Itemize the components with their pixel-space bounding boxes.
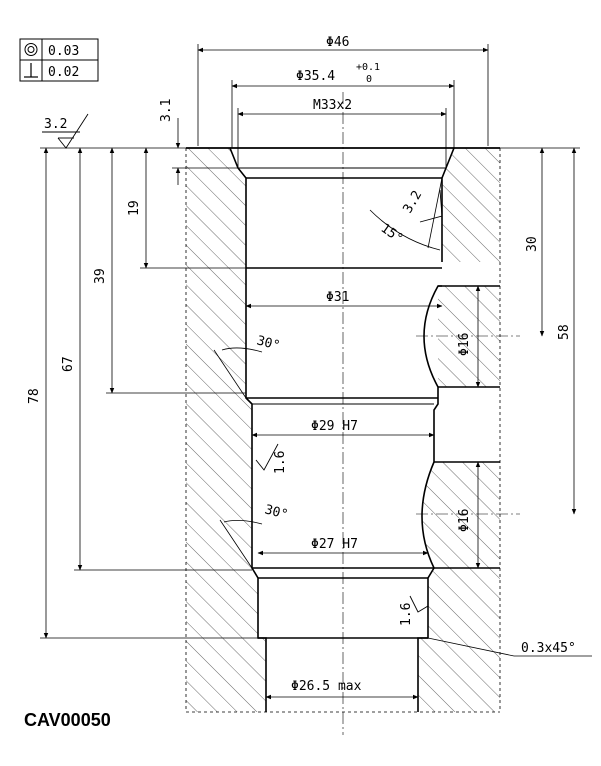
roughness-thread: 3.2 [400, 188, 425, 216]
diameter-dims [197, 44, 489, 700]
tolerance-frame: 0.03 0.02 [19, 38, 99, 82]
dim-d46: Φ46 [326, 35, 349, 50]
dim-depth-39: 39 [93, 268, 108, 284]
dim-m33: M33x2 [313, 98, 352, 113]
angle-30-lower: 30° [263, 502, 290, 523]
angle-marks [213, 177, 443, 569]
dim-d35: Φ35.4 [296, 69, 335, 84]
roughness-top-icon [42, 113, 89, 149]
perpendicularity-icon [24, 63, 38, 78]
dim-depth-19: 19 [127, 200, 142, 216]
dim-d35-tol-lower: 0 [366, 74, 372, 85]
roughness-top: 3.2 [44, 117, 67, 132]
roughness-bore29-icon [255, 443, 279, 471]
concentricity-icon [24, 43, 38, 56]
concentricity-value: 0.03 [48, 44, 79, 59]
roughness-bore27-icon [409, 595, 429, 613]
roughness-thread-icon [419, 189, 443, 223]
dim-depth-58: 58 [557, 324, 572, 340]
centerlines [342, 92, 520, 735]
dim-depth-30: 30 [525, 236, 540, 252]
dim-depth-67: 67 [61, 356, 76, 372]
drawing-code: CAV00050 [24, 710, 111, 730]
dim-d31: Φ31 [326, 290, 349, 305]
dim-depth-3-1: 3.1 [159, 99, 174, 122]
dim-d16-upper: Φ16 [457, 333, 472, 356]
dim-d16-lower: Φ16 [457, 509, 472, 532]
dim-chamfer: 0.3x45° [521, 641, 576, 656]
dim-d27: Φ27 H7 [311, 537, 358, 552]
chamfer-callout [427, 637, 592, 657]
roughness-bore27: 1.6 [399, 603, 414, 626]
dim-d35-tol-upper: +0.1 [356, 62, 380, 73]
angle-15: 15° [378, 221, 406, 247]
angle-30-upper: 30° [255, 333, 282, 354]
perpendicularity-value: 0.02 [48, 65, 79, 80]
dim-d29: Φ29 H7 [311, 419, 358, 434]
depth-dims [40, 118, 580, 639]
dim-depth-78: 78 [27, 388, 42, 404]
roughness-bore29: 1.6 [273, 451, 288, 474]
dim-d26: Φ26.5 max [291, 679, 362, 694]
